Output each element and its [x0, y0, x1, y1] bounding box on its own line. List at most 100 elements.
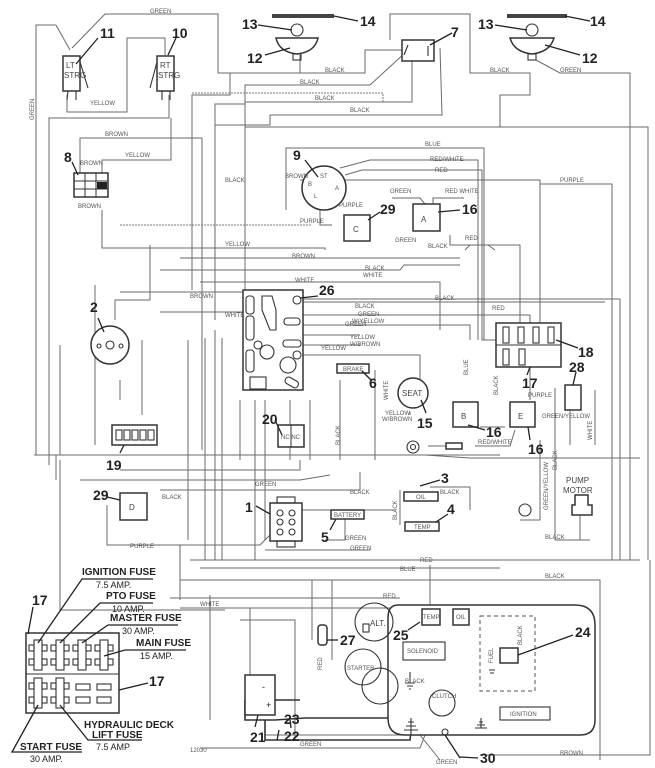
svg-text:RED: RED [318, 657, 324, 670]
svg-text:BLUE: BLUE [425, 142, 441, 148]
svg-text:START FUSE: START FUSE [20, 742, 82, 753]
svg-text:RED: RED [383, 594, 396, 600]
seat-switch: SEAT [397, 377, 429, 409]
svg-text:WHITE: WHITE [200, 602, 219, 608]
hour-meter [90, 325, 130, 365]
engine-panel: TEMP OIL SOLENOID FUEL IGNITION CLUTCH [387, 604, 596, 736]
callout-14-right: 14 [590, 13, 606, 29]
svg-text:BLACK: BLACK [553, 450, 559, 470]
wire-black-7 [191, 49, 408, 290]
callout-24: 24 [575, 624, 591, 640]
callout-6: 6 [369, 375, 377, 391]
svg-text:SEAT: SEAT [402, 389, 422, 398]
svg-text:BLUE: BLUE [400, 567, 416, 573]
control-module [242, 289, 304, 391]
svg-text:STARTER: STARTER [347, 666, 375, 672]
svg-text:STRG: STRG [64, 71, 86, 80]
battery-indicator: BATTERY [330, 509, 365, 520]
starter: STARTER [344, 648, 399, 705]
callout-28: 28 [569, 359, 585, 375]
connector-block-8 [73, 172, 109, 198]
callout-16-b: 16 [486, 424, 502, 440]
svg-text:MAIN FUSE: MAIN FUSE [136, 638, 191, 649]
svg-text:BLACK: BLACK [393, 500, 399, 520]
right-steering-switch: RT STRG [149, 55, 180, 100]
callout-17-legend: 17 [149, 673, 165, 689]
callout-17-legend-top: 17 [32, 592, 48, 608]
callout-17-top: 17 [522, 375, 538, 391]
svg-text:TEMP: TEMP [423, 615, 440, 621]
svg-text:RED: RED [420, 558, 433, 564]
ring-terminal-2 [518, 503, 532, 517]
svg-text:ST: ST [320, 174, 328, 180]
svg-text:CLUTCH: CLUTCH [432, 694, 456, 700]
callout-14-left: 14 [360, 13, 376, 29]
svg-text:BLACK: BLACK [325, 68, 345, 74]
svg-text:OIL: OIL [416, 495, 426, 501]
svg-text:BROWN: BROWN [285, 174, 308, 180]
ground-strap [441, 728, 461, 759]
svg-text:W/BROWN: W/BROWN [350, 342, 380, 348]
left-steering-switch: LT STRG [62, 55, 89, 101]
relay-16-e: E [509, 401, 536, 428]
svg-text:WHITE: WHITE [295, 278, 314, 284]
ring-terminal [406, 440, 463, 454]
svg-text:GREEN: GREEN [436, 760, 457, 766]
callout-9: 9 [293, 147, 301, 163]
lens-bar-left [272, 14, 334, 18]
svg-text:RED: RED [435, 168, 448, 174]
svg-text:PTO FUSE: PTO FUSE [106, 591, 156, 602]
svg-text:GREEN: GREEN [350, 546, 371, 552]
light-switch [401, 39, 435, 62]
svg-text:BLACK: BLACK [490, 68, 510, 74]
svg-text:GREEN: GREEN [30, 99, 36, 120]
callout-8: 8 [64, 149, 72, 165]
callout-16-top: 16 [462, 201, 478, 217]
svg-text:BLACK: BLACK [336, 425, 342, 445]
svg-text:GREEN/YELLOW: GREEN/YELLOW [544, 462, 550, 510]
svg-text:YELLOW: YELLOW [350, 335, 375, 341]
svg-text:GREEN: GREEN [560, 68, 581, 74]
ignition-module [499, 706, 551, 721]
svg-text:YELLOW: YELLOW [225, 242, 250, 248]
oil-sender: OIL [403, 491, 439, 502]
battery: - + [244, 674, 276, 716]
svg-text:GREEN: GREEN [300, 742, 321, 748]
solenoid [402, 641, 446, 661]
svg-text:BRAKE: BRAKE [343, 367, 363, 373]
svg-text:BROWN: BROWN [80, 161, 103, 167]
svg-text:GREEN: GREEN [358, 312, 379, 318]
svg-text:LIFT FUSE: LIFT FUSE [92, 730, 143, 741]
headlight-right [507, 14, 567, 61]
svg-text:BLACK: BLACK [494, 375, 500, 395]
svg-text:GREEN: GREEN [345, 536, 366, 542]
pump-connector [564, 384, 582, 411]
fuel-solenoid [499, 647, 519, 664]
callout-20: 20 [262, 411, 278, 427]
callout-23-label: 23 [284, 711, 300, 727]
engine-temp-switch [421, 608, 441, 626]
svg-text:IGNITION FUSE: IGNITION FUSE [82, 567, 156, 578]
connector-1 [269, 496, 303, 548]
clutch [428, 689, 456, 717]
svg-text:RT: RT [160, 61, 171, 70]
callout-29-top: 29 [380, 201, 396, 217]
callout-5: 5 [321, 529, 329, 545]
svg-text:RED/WHITE: RED/WHITE [430, 157, 464, 163]
callout-13-right: 13 [478, 16, 494, 32]
callout-27: 27 [340, 632, 356, 648]
svg-text:FUEL: FUEL [489, 647, 495, 663]
svg-text:BLACK: BLACK [428, 244, 448, 250]
alternator: ALT. [354, 602, 394, 642]
diode-pack [111, 424, 158, 446]
callout-16-e: 16 [528, 441, 544, 457]
svg-text:L: L [314, 194, 318, 200]
svg-text:30 AMP.: 30 AMP. [122, 626, 155, 636]
callout-19: 19 [106, 457, 122, 473]
svg-text:GREEN: GREEN [345, 322, 366, 328]
svg-text:YELLOW: YELLOW [321, 346, 346, 352]
svg-text:30 AMP.: 30 AMP. [30, 754, 63, 764]
fuse-block-top [495, 322, 562, 368]
svg-text:B: B [308, 182, 312, 188]
